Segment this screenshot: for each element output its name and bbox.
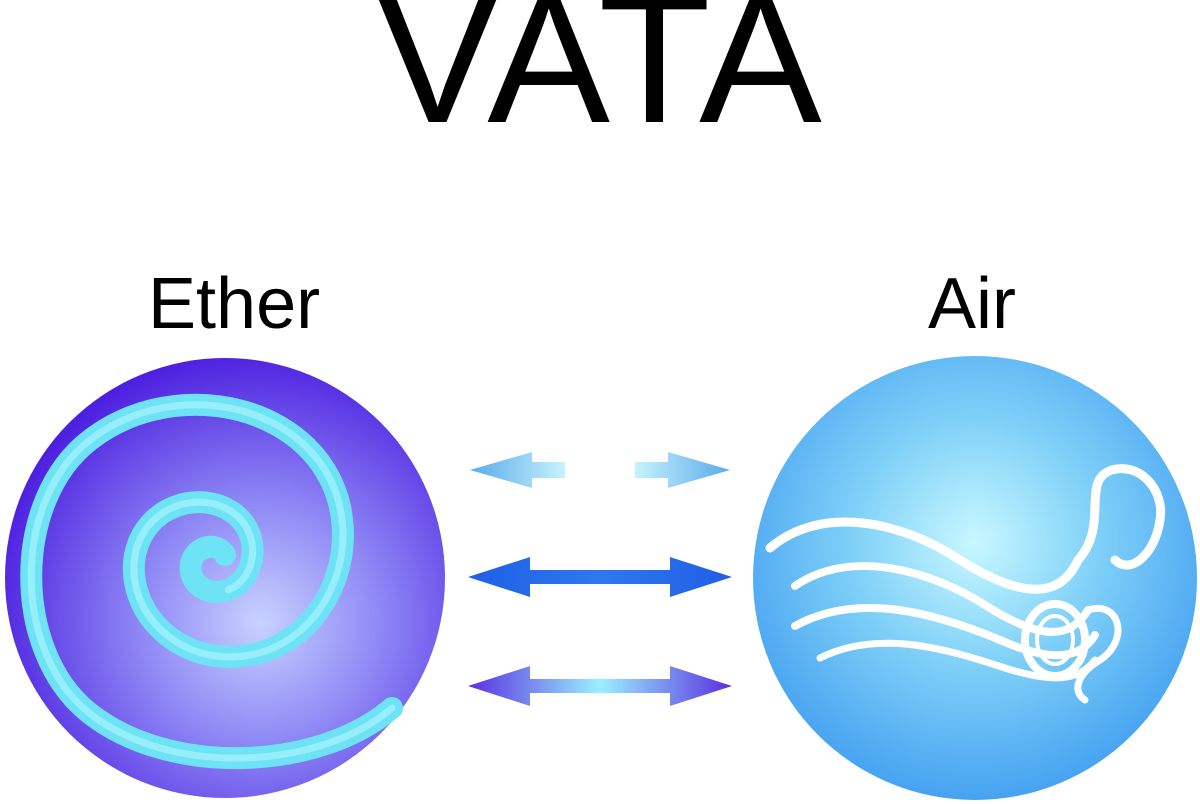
double-arrow-bottom: [468, 666, 732, 706]
air-circle: [753, 356, 1197, 800]
double-arrow-middle: [468, 557, 732, 597]
spiral-icon: [20, 393, 403, 770]
double-arrow-top: [470, 452, 730, 488]
air-label: Air: [928, 264, 1016, 344]
wind-icon: [765, 464, 1166, 704]
ether-label: Ether: [148, 264, 321, 344]
ether-circle: [5, 358, 445, 798]
page-title: VATA: [376, 0, 824, 161]
